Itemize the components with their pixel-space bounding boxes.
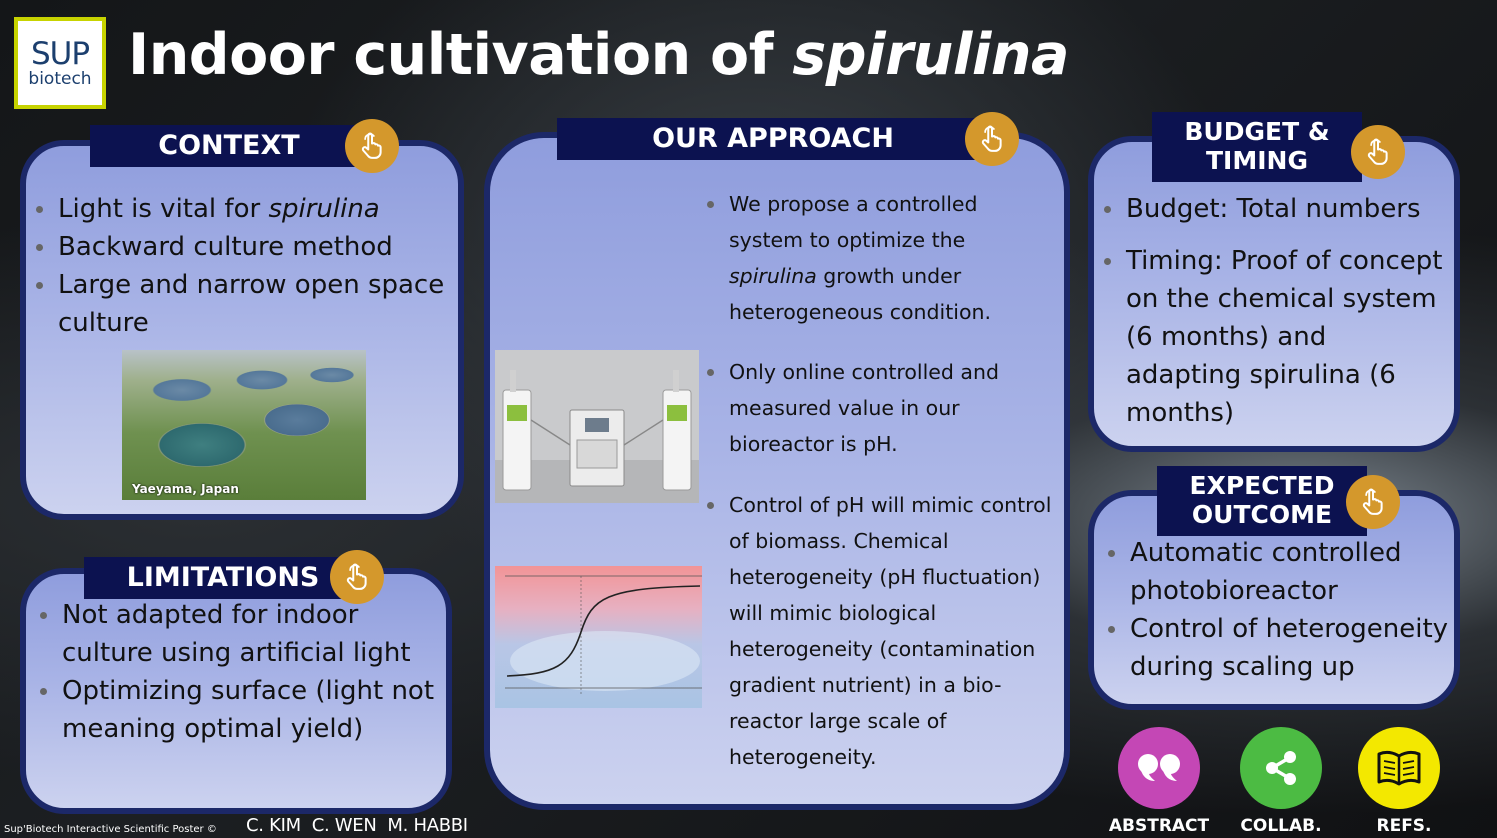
budget-item-2: Timing: Proof of concept on the chemical… — [1104, 242, 1446, 432]
limitations-hand-pointer-icon[interactable] — [330, 550, 384, 604]
approach-heading-text: OUR APPROACH — [652, 123, 894, 155]
budget-heading-line2: TIMING — [1206, 146, 1308, 175]
ph-curve-illustration — [505, 575, 702, 696]
approach-item-1-pre: We propose a controlled system to optimi… — [729, 192, 978, 252]
limitations-list: Not adapted for indoor culture using art… — [40, 596, 442, 748]
poster-title: Indoor cultivation of spirulina — [128, 22, 1069, 88]
outcome-heading: EXPECTED OUTCOME — [1157, 466, 1367, 536]
context-item-2: Backward culture method — [36, 228, 453, 266]
context-item-1-text: Light is vital for — [58, 194, 269, 224]
context-heading-text: CONTEXT — [158, 130, 300, 162]
context-item-1: Light is vital for spirulina — [36, 190, 453, 228]
bioreactor-photo — [495, 350, 699, 503]
budget-list: Budget: Total numbers Timing: Proof of c… — [1104, 190, 1446, 432]
budget-item-1: Budget: Total numbers — [1104, 190, 1446, 228]
approach-hand-pointer-icon[interactable] — [965, 112, 1019, 166]
approach-item-3: Control of pH will mimic control of biom… — [707, 487, 1059, 775]
collab-label[interactable]: COLLAB. — [1240, 816, 1322, 836]
limitations-item-2: Optimizing surface (light not meaning op… — [40, 672, 442, 748]
limitations-item-1: Not adapted for indoor culture using art… — [40, 596, 442, 672]
outcome-item-2: Control of heterogeneity during scaling … — [1108, 610, 1450, 686]
refs-label[interactable]: REFS. — [1376, 816, 1432, 836]
budget-hand-pointer-icon[interactable] — [1351, 125, 1405, 179]
approach-list-1: We propose a controlled system to optimi… — [707, 186, 1049, 330]
limitations-heading-text: LIMITATIONS — [126, 562, 320, 594]
spirulina-ponds-photo: Yaeyama, Japan — [122, 350, 366, 500]
refs-button[interactable] — [1358, 727, 1440, 809]
book-icon — [1377, 750, 1421, 786]
context-list: Light is vital for spirulina Backward cu… — [36, 190, 453, 342]
supbiotech-logo: SUP biotech — [14, 17, 106, 109]
budget-heading-line1: BUDGET & — [1184, 117, 1330, 147]
logo-sup-text: SUP — [30, 35, 90, 72]
limitations-panel — [20, 568, 452, 814]
approach-item-1-italic: spirulina — [729, 264, 817, 288]
approach-heading: OUR APPROACH — [557, 118, 989, 160]
bioreactor-illustration — [495, 370, 699, 503]
approach-list-2: Only online controlled and measured valu… — [707, 354, 1049, 462]
quote-icon — [1138, 754, 1180, 781]
context-heading: CONTEXT — [90, 125, 368, 167]
context-hand-pointer-icon[interactable] — [345, 119, 399, 173]
approach-item-1-post: growth under heterogeneous condition. — [729, 264, 992, 324]
share-icon — [1266, 751, 1296, 785]
title-italic: spirulina — [792, 22, 1069, 88]
logo-biotech-text: biotech — [28, 68, 92, 89]
outcome-list: Automatic controlled photobioreactor Con… — [1108, 534, 1450, 686]
approach-item-1: We propose a controlled system to optimi… — [707, 186, 1049, 330]
outcome-heading-line1: EXPECTED — [1189, 471, 1335, 501]
outcome-hand-pointer-icon[interactable] — [1346, 475, 1400, 529]
footer-authors: C. KIM C. WEN M. HABBI — [246, 815, 468, 836]
abstract-button[interactable] — [1118, 727, 1200, 809]
outcome-heading-line2: OUTCOME — [1191, 500, 1333, 529]
limitations-heading: LIMITATIONS — [84, 557, 362, 599]
approach-list-3: Control of pH will mimic control of biom… — [707, 487, 1059, 775]
ph-titration-curve-figure — [495, 566, 702, 708]
context-item-1-italic: spirulina — [268, 194, 380, 224]
context-item-3: Large and narrow open space culture — [36, 266, 453, 342]
abstract-label[interactable]: ABSTRACT — [1108, 816, 1210, 836]
approach-item-2: Only online controlled and measured valu… — [707, 354, 1049, 462]
ponds-photo-caption: Yaeyama, Japan — [132, 482, 239, 496]
footer-credit: Sup'Biotech Interactive Scientific Poste… — [4, 824, 217, 835]
budget-heading: BUDGET & TIMING — [1152, 112, 1362, 182]
title-main: Indoor cultivation of — [128, 22, 793, 88]
collab-button[interactable] — [1240, 727, 1322, 809]
outcome-item-1: Automatic controlled photobioreactor — [1108, 534, 1450, 610]
